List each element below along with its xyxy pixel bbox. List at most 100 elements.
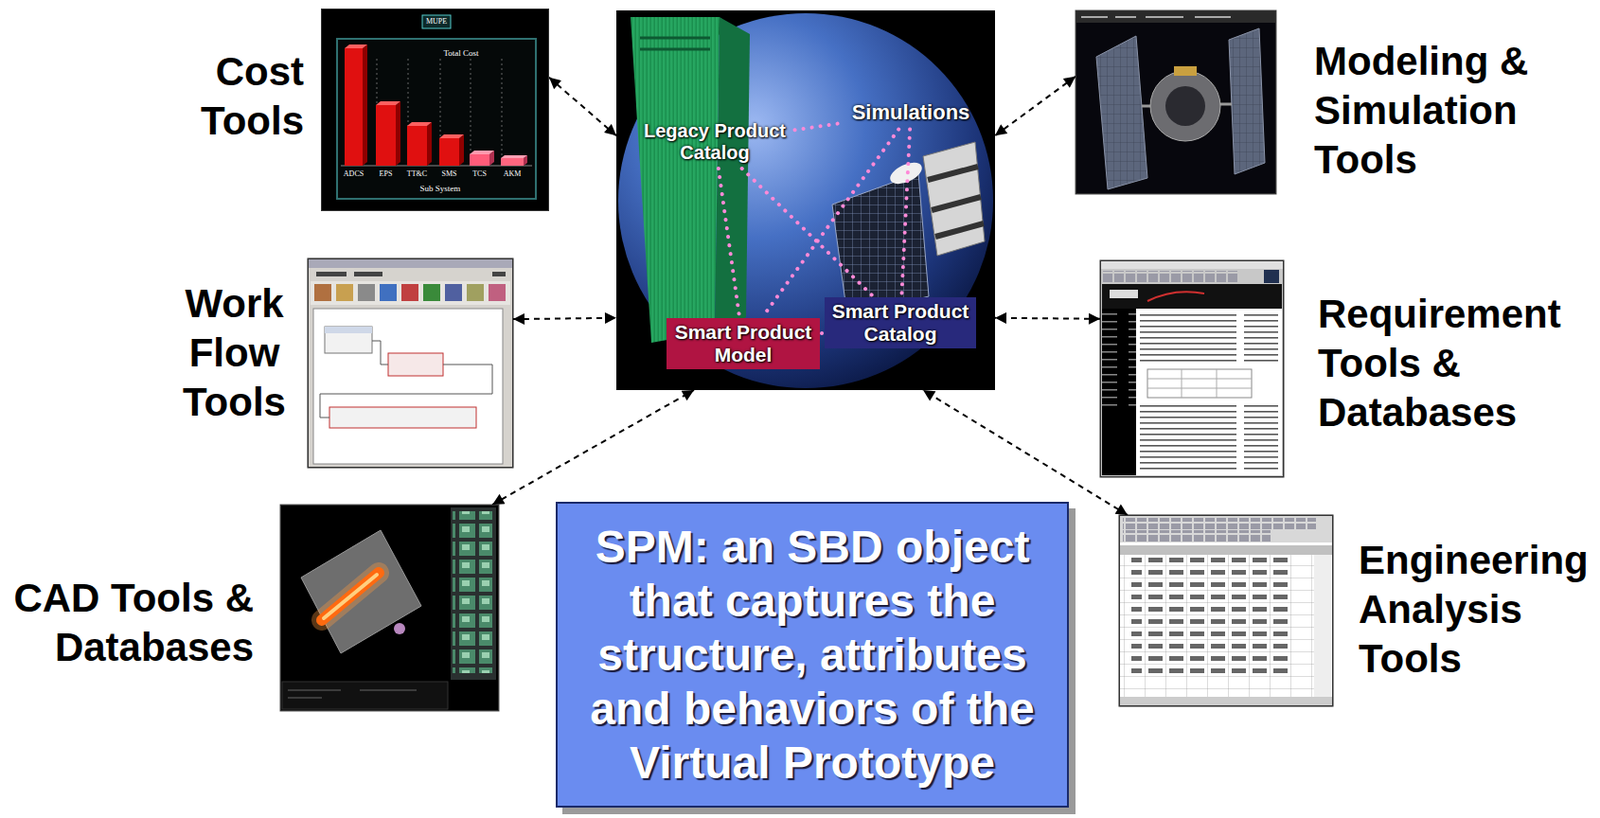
chart-label: AKM: [503, 170, 522, 178]
sat-dish: [887, 158, 925, 189]
globe-label: Smart Product Catalog: [828, 300, 973, 346]
status-lines: [287, 690, 417, 698]
bar-side: [395, 101, 401, 166]
flow-box-header: [324, 326, 373, 334]
menu-item: [492, 271, 506, 277]
tool-icon: [423, 284, 441, 302]
menu-item: [354, 271, 383, 277]
cad-plate: [301, 530, 422, 654]
sheet-tabs: [1120, 696, 1333, 706]
window: [307, 258, 514, 468]
flow-box: [388, 353, 444, 376]
analysis-screenshot-art: [1119, 515, 1334, 707]
chart-label: TCS: [472, 170, 487, 178]
workflow-screenshot-art: [307, 258, 514, 468]
bar-top: [500, 155, 528, 159]
dotted-link: [742, 168, 872, 296]
solar-wing: [1228, 28, 1265, 175]
chart-label: Total Cost: [443, 49, 479, 58]
cad-screenshot: CAD Tools & Databases: [280, 504, 499, 712]
page-header: [1102, 284, 1282, 309]
dashed-double-arrow: [549, 77, 617, 137]
globe-label: Legacy Product Catalog: [640, 120, 790, 164]
cost-chart-screenshot: [320, 8, 550, 212]
chart-label: Sub System: [420, 184, 462, 194]
globe-illustration: [616, 10, 996, 391]
screen-ground: [320, 8, 550, 212]
side-column: [1314, 554, 1332, 697]
glow-core: [321, 572, 379, 621]
analysis-screenshot: Engineering Analysis Tools: [1119, 515, 1334, 707]
dashed-double-arrow: [923, 390, 1128, 516]
flow-box: [329, 407, 477, 428]
flow-box: [324, 326, 373, 354]
server-front: [630, 17, 720, 343]
bar-top: [344, 44, 368, 49]
top-bar: [1076, 11, 1276, 23]
column-header: [1120, 545, 1333, 555]
table: [1147, 369, 1252, 398]
sat-core: [1165, 86, 1206, 126]
modeling-screenshot-art: [1075, 10, 1277, 195]
window: [1100, 260, 1284, 478]
bar-front: [500, 158, 524, 166]
panel-ground: [616, 10, 996, 391]
spm-definition-box: SPM: an SBD object that captures the str…: [555, 501, 1069, 808]
cell-values: [1131, 557, 1295, 681]
product-model-box: Smart Product Model: [666, 318, 820, 370]
dotted-link: [763, 129, 899, 317]
chart-label: TT&C: [407, 170, 427, 178]
dashed-double-arrow: [995, 318, 1101, 320]
chart-label: SMS: [441, 170, 457, 178]
bar-front: [469, 154, 490, 166]
bar-front: [439, 138, 460, 166]
side-panel: [450, 507, 497, 680]
dotted-link: [901, 129, 910, 296]
tool-icon: [466, 284, 484, 302]
tool-icon: [314, 284, 332, 302]
dashed-double-arrow: [513, 318, 617, 320]
server-slots: [640, 37, 711, 50]
requirements-screenshot: Requirement Tools & Databases: [1100, 260, 1284, 478]
tool-label: Engineering Analysis Tools: [1358, 535, 1596, 684]
bar-side: [362, 44, 368, 166]
window: [1119, 515, 1334, 707]
icon-grid: [452, 511, 493, 674]
menu-marks: [1081, 16, 1231, 18]
globe-label: Smart Product Model: [670, 320, 817, 367]
menu-item: [316, 271, 347, 277]
toolbar: [310, 281, 511, 305]
sat-body: [923, 142, 985, 256]
bar-front: [375, 105, 396, 166]
tool-icon: [488, 284, 506, 302]
chart-label: ADCS: [343, 170, 364, 178]
sat-gold: [1173, 66, 1197, 76]
modeling-screenshot: Modeling & Simulation Tools: [1075, 10, 1277, 195]
tool-icon: [336, 284, 354, 302]
status-bar: [282, 681, 448, 710]
nav-column: [1102, 308, 1137, 476]
screen-ground: [280, 504, 499, 712]
title-tab: [422, 15, 451, 29]
cost-tools-screenshot: Cost Tools: [320, 8, 550, 212]
bar-top: [439, 134, 464, 139]
tool-label: Cost Tools: [180, 47, 304, 146]
dashed-double-arrow: [492, 390, 694, 505]
bar: [375, 101, 401, 166]
dotted-link: [821, 331, 823, 336]
chart-label: EPS: [379, 170, 393, 178]
bar-top: [469, 150, 495, 155]
spm-globe-panel: Legacy Product Catalog SimulationsSmart P…: [616, 10, 996, 391]
text-lines: [1139, 403, 1279, 472]
tool-row: [1102, 270, 1240, 283]
browser-logo: [1263, 269, 1280, 284]
bar: [407, 122, 432, 166]
flow-wire: [320, 340, 493, 418]
simulations-label-box: Simulations: [844, 97, 978, 127]
dotted-link: [718, 168, 740, 317]
bar: [439, 134, 464, 166]
tool-icon: [379, 284, 397, 302]
grid-lines: [376, 58, 502, 166]
dotted-link: [795, 123, 844, 131]
definition-text: SPM: an SBD object that captures the str…: [570, 519, 1054, 790]
